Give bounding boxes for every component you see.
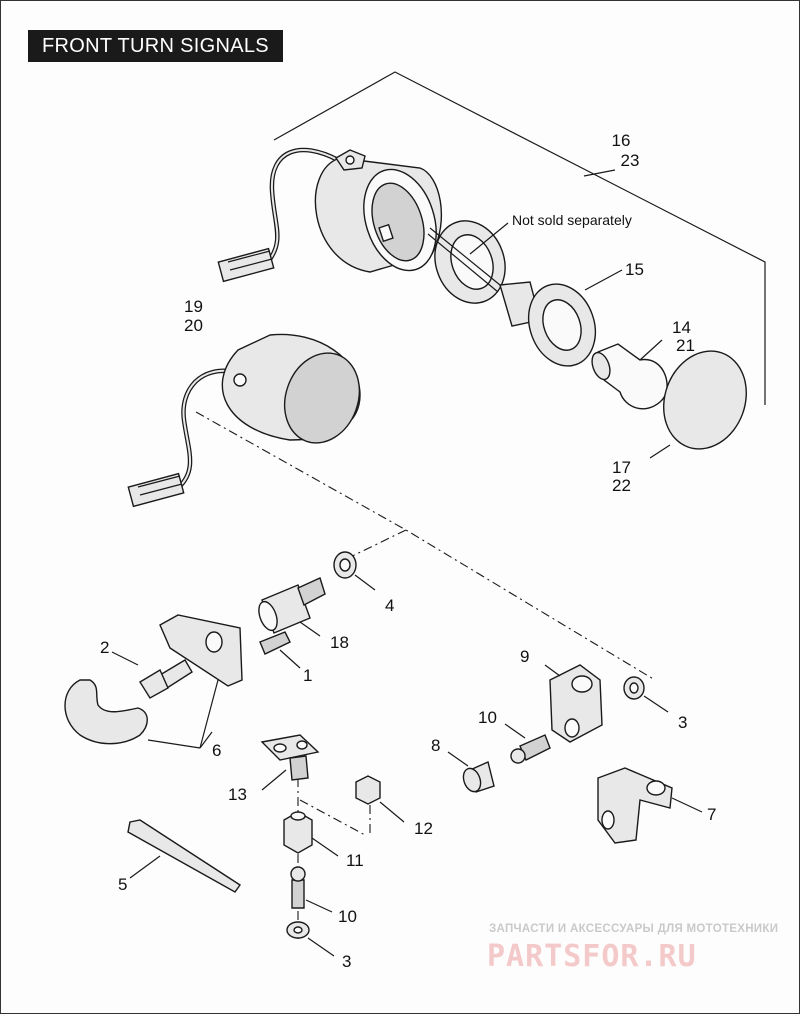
hex-nut-11: [283, 811, 339, 857]
callout-3-lower: 3: [342, 952, 351, 971]
wire-connector-lower: [127, 472, 185, 508]
callout-3-upper: 3: [678, 713, 687, 732]
callout-15: 15: [625, 260, 644, 279]
callout-1: 1: [303, 666, 312, 685]
mount-plate-13: [260, 734, 320, 791]
grommet-8: [447, 751, 495, 793]
mirror-clamp: [64, 614, 243, 749]
callout-4: 4: [385, 596, 394, 615]
callout-2: 2: [100, 638, 109, 657]
signal-housing-upper: [265, 147, 443, 273]
callout-18: 18: [330, 633, 349, 652]
mounting-bracket-7: [597, 767, 703, 844]
mounting-bracket-9: [544, 664, 603, 743]
bulb-socket: [499, 269, 623, 367]
hex-nut-3-upper: [623, 676, 669, 713]
turn-signal-lens: [649, 350, 747, 459]
hex-nut-4: [333, 551, 376, 591]
set-screw-1: [259, 631, 301, 669]
callout-9: 9: [520, 647, 529, 666]
callout-12: 12: [414, 819, 433, 838]
stud-spacer: [258, 577, 326, 637]
turn-signal-bulb: [591, 339, 668, 410]
callout-13: 13: [228, 785, 247, 804]
callout-22: 22: [612, 476, 631, 495]
hex-nut-3-lower: [286, 921, 335, 957]
watermark-tagline: ЗАПЧАСТИ И АКСЕССУАРЫ ДЛЯ МОТОТЕХНИКИ: [489, 923, 778, 935]
hex-nut-12: [355, 775, 405, 823]
callout-23: 23: [621, 151, 640, 170]
watermark-brand: PARTSFOR.RU: [487, 939, 697, 974]
clamp-screw: [111, 651, 193, 699]
lamp-gasket: [427, 220, 509, 304]
not-sold-separately-note: Not sold separately: [512, 212, 632, 228]
callout-10-lower: 10: [338, 907, 357, 926]
callout-labels: 16 23 Not sold separately 15 14 21 17 22…: [100, 131, 716, 971]
assembly-bracket: [273, 71, 766, 405]
cable-strap: [127, 819, 241, 893]
ball-stud-10-lower: [290, 866, 333, 913]
callout-19: 19: [184, 297, 203, 316]
callout-20: 20: [184, 316, 203, 335]
wire-connector-upper: [217, 247, 275, 283]
callout-11: 11: [346, 851, 364, 870]
callout-7: 7: [707, 805, 716, 824]
page-title: FRONT TURN SIGNALS: [28, 30, 283, 62]
callout-14: 14: [672, 318, 691, 337]
callout-5: 5: [118, 875, 127, 894]
callout-6: 6: [212, 741, 221, 760]
ball-stud-10-upper: [504, 723, 551, 764]
callout-10-upper: 10: [478, 708, 497, 727]
callout-21: 21: [676, 336, 695, 355]
signal-housing-lower: [175, 333, 361, 491]
watermark: ЗАПЧАСТИ И АКСЕССУАРЫ ДЛЯ МОТОТЕХНИКИ PA…: [487, 923, 778, 974]
callout-17: 17: [612, 458, 631, 477]
callout-8: 8: [431, 736, 440, 755]
callout-16: 16: [612, 131, 631, 150]
